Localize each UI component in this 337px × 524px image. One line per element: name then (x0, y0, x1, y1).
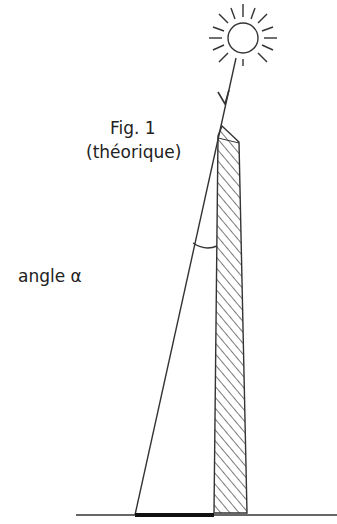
figure-number: Fig. 1 (110, 118, 156, 138)
angle-arc (193, 243, 217, 248)
sun-symbol (209, 4, 277, 66)
shadow (135, 513, 214, 517)
obelisk (214, 126, 247, 513)
ray-arrowhead (218, 90, 229, 104)
figure-note: (théorique) (86, 142, 181, 162)
obelisk-top (218, 138, 239, 143)
ground-line (76, 514, 337, 515)
angle-label: angle α (18, 266, 82, 286)
